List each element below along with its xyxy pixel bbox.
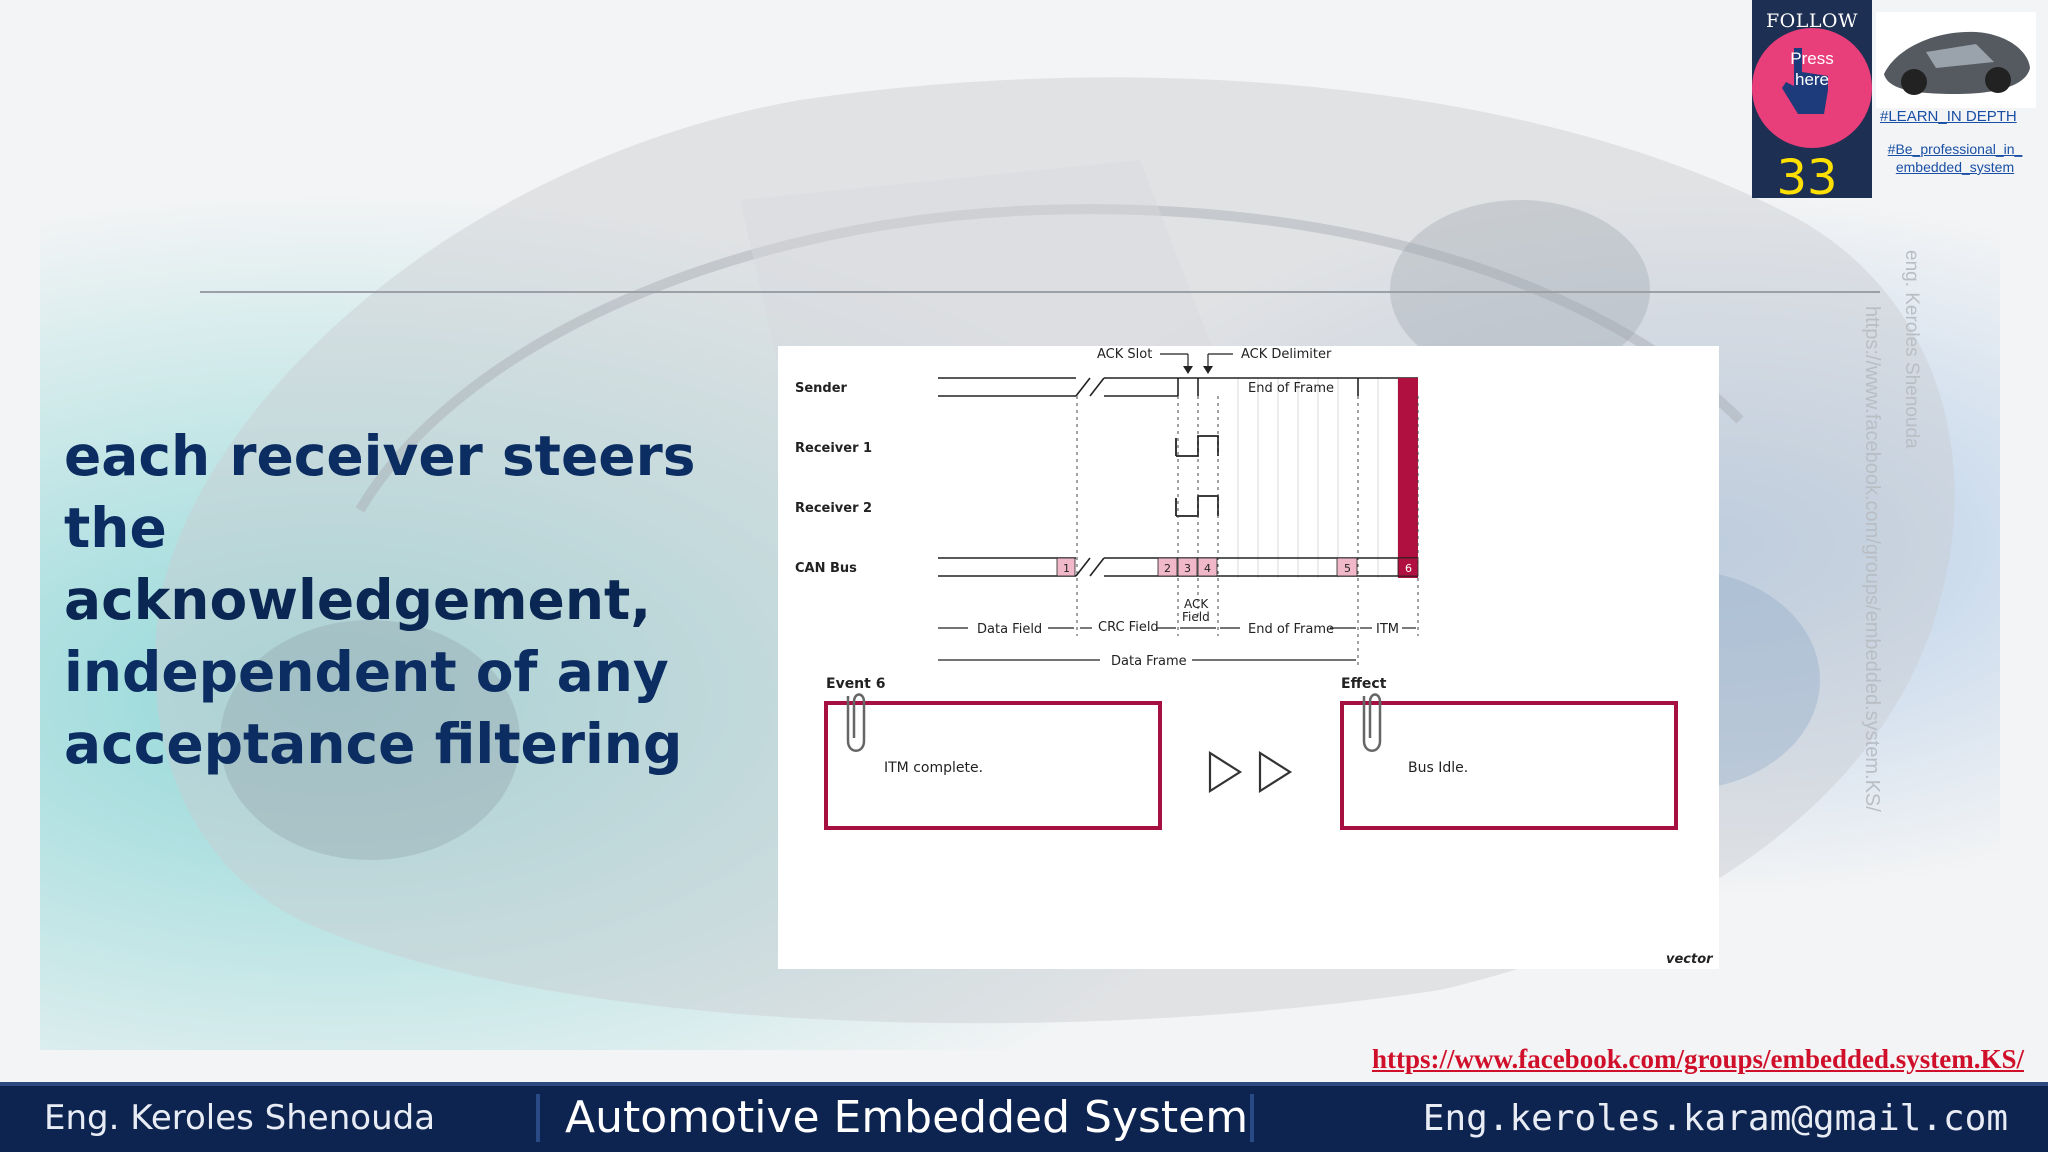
car-thumbnail-image: [1876, 12, 2036, 108]
headline-line-3: independent of any: [64, 640, 669, 704]
event-paperclip-icon: [846, 693, 866, 752]
footer-separator: [536, 1094, 540, 1142]
row-label-receiver-2: Receiver 2: [795, 501, 872, 516]
footer-title: Automotive Embedded System: [565, 1092, 1249, 1143]
sender-signal: [938, 377, 1418, 397]
follow-us-badge[interactable]: FOLLOW US Press here 33: [1752, 0, 1872, 206]
footer-author: Eng. Keroles Shenouda: [44, 1098, 436, 1138]
headline-line-4: acceptance filtering: [64, 712, 683, 776]
field-span-lines: [938, 627, 1416, 661]
itm-bit-6-highlight: [1398, 378, 1418, 578]
be-professional-tag[interactable]: #Be_professional_in_ embedded_system: [1880, 140, 2030, 176]
facebook-group-link[interactable]: https://www.facebook.com/groups/embedded…: [1371, 1044, 2024, 1074]
footer-separator: [1250, 1094, 1254, 1142]
can-ack-timing-diagram: ACK Slot ACK Delimiter Sender Receiver 1…: [778, 346, 1719, 969]
effect-paperclip-icon: [1362, 693, 1382, 752]
ack-delimiter-label: ACK Delimiter: [1241, 347, 1332, 362]
effect-box: [1340, 701, 1678, 830]
ack-delimiter-arrow: [1203, 366, 1213, 374]
headline-line-2-strong: acknowledgement,: [64, 568, 652, 632]
be-professional-tag-line-2: embedded_system: [1895, 159, 2015, 175]
ack-field-label-line-2: Field: [1182, 610, 1210, 624]
footer-email: Eng.keroles.karam@gmail.com: [1422, 1098, 2008, 1139]
play-arrow-icon-1: [1208, 751, 1243, 793]
data-field-label: Data Field: [977, 622, 1042, 637]
footer-bar: Eng. Keroles Shenouda Automotive Embedde…: [0, 1082, 2048, 1152]
marker-1: 1: [1063, 562, 1070, 575]
event-text: ITM complete.: [884, 760, 983, 776]
marker-6: 6: [1405, 562, 1412, 575]
ack-slot-label: ACK Slot: [1097, 347, 1152, 362]
receiver-2-ack-pulse: [1175, 495, 1219, 517]
row-label-receiver-1: Receiver 1: [795, 441, 872, 456]
vector-logo: vector: [1666, 952, 1714, 967]
bit-markers: [1056, 557, 1419, 577]
receiver-1-ack-pulse: [1175, 435, 1219, 457]
press-here-label: Press here: [1790, 49, 1834, 89]
marker-4: 4: [1204, 562, 1211, 575]
end-of-frame-top-label: End of Frame: [1248, 381, 1334, 396]
data-frame-label: Data Frame: [1111, 654, 1187, 669]
divider-line: [200, 291, 1880, 293]
effect-text: Bus Idle.: [1408, 760, 1468, 776]
crc-field-label: CRC Field: [1098, 620, 1159, 635]
headline-line-2-plain: the: [64, 496, 167, 560]
watermark-name: eng. Keroles Shenouda: [1901, 250, 1922, 449]
ack-field-label-line-1: ACK: [1184, 597, 1209, 611]
row-label-sender: Sender: [795, 381, 848, 396]
ack-slot-arrow: [1183, 366, 1193, 374]
follow-count: 33: [1776, 150, 1838, 206]
effect-label: Effect: [1341, 676, 1387, 692]
event-box: [824, 701, 1162, 830]
learn-in-depth-tag[interactable]: #LEARN_IN DEPTH: [1880, 108, 2017, 125]
end-of-frame-field-label: End of Frame: [1248, 622, 1334, 637]
headline-line-1: each receiver steers: [64, 424, 696, 488]
press-here-button[interactable]: [1752, 28, 1872, 148]
can-bus-signal: [938, 557, 1418, 577]
row-label-can-bus: CAN Bus: [795, 561, 857, 576]
slide-headline: each receiver steers the acknowledgement…: [64, 420, 764, 780]
be-professional-tag-line-1: #Be_professional_in_: [1887, 141, 2023, 157]
event-label: Event 6: [826, 676, 885, 692]
marker-3: 3: [1184, 562, 1191, 575]
end-of-frame-bit-grid: [1237, 378, 1399, 578]
itm-label: ITM: [1376, 622, 1399, 637]
marker-5: 5: [1344, 562, 1351, 575]
marker-2: 2: [1164, 562, 1171, 575]
watermark-url: https://www.facebook.com/groups/embedded…: [1861, 306, 1883, 812]
play-arrow-icon-2: [1258, 751, 1293, 793]
pointing-hand-icon: [1782, 48, 1828, 114]
field-boundary-lines: [1076, 396, 1419, 666]
